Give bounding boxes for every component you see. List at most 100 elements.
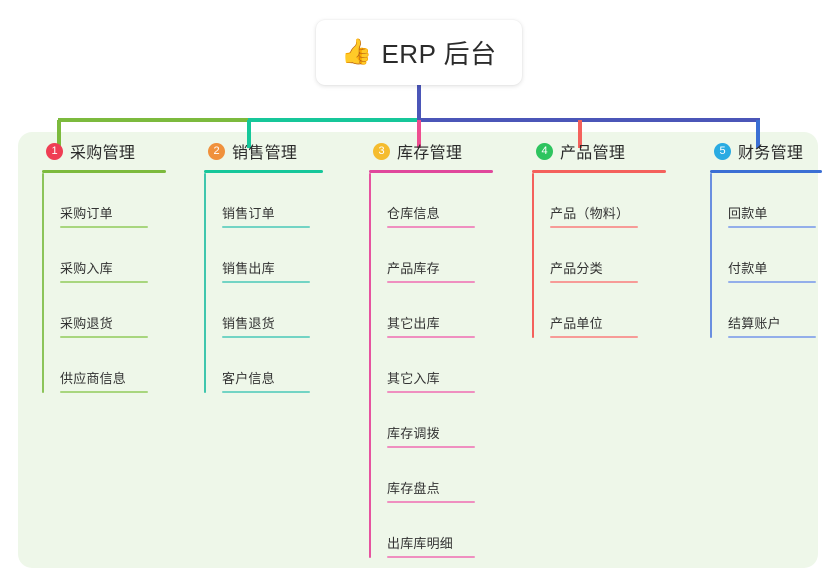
list-item-label: 付款单 xyxy=(728,261,768,276)
list-item[interactable]: 回款单 xyxy=(710,173,822,228)
list-item-label: 销售出库 xyxy=(222,261,275,276)
list-item-rule xyxy=(222,336,310,338)
column-title: 销售管理 xyxy=(232,145,298,162)
list-item-rule xyxy=(60,226,148,228)
list-item-label: 销售订单 xyxy=(222,206,275,221)
list-item-label: 采购退货 xyxy=(60,316,113,331)
list-item-label: 仓库信息 xyxy=(387,206,440,221)
list-item-label: 产品（物料） xyxy=(550,206,630,221)
list-item-rule xyxy=(387,501,475,503)
list-item[interactable]: 销售订单 xyxy=(204,173,323,228)
list-item[interactable]: 销售出库 xyxy=(204,228,323,283)
column-header: 5 财务管理 xyxy=(704,132,822,170)
diagram-panel-background xyxy=(18,132,818,568)
list-item[interactable]: 供应商信息 xyxy=(42,338,166,393)
column-badge-4: 4 xyxy=(536,142,553,160)
columns-container: 1 采购管理 采购订单 采购入库 采购退货 供应商信息 xyxy=(18,132,822,568)
column-title: 产品管理 xyxy=(560,145,626,162)
thumbs-up-icon: 👍 xyxy=(341,38,373,66)
column-header: 3 库存管理 xyxy=(363,132,493,170)
list-item[interactable]: 出库库明细 xyxy=(369,503,493,558)
list-item-rule xyxy=(387,556,475,558)
list-item[interactable]: 库存调拨 xyxy=(369,393,493,448)
list-item-rule xyxy=(222,281,310,283)
list-item-label: 采购订单 xyxy=(60,206,113,221)
list-item-rule xyxy=(728,226,816,228)
list-item[interactable]: 销售退货 xyxy=(204,283,323,338)
list-item-label: 销售退货 xyxy=(222,316,275,331)
list-item-rule xyxy=(60,391,148,393)
list-item[interactable]: 库存盘点 xyxy=(369,448,493,503)
list-item-label: 产品单位 xyxy=(550,316,603,331)
list-item[interactable]: 结算账户 xyxy=(710,283,822,338)
column-header: 4 产品管理 xyxy=(526,132,666,170)
column-badge-1: 1 xyxy=(46,142,63,160)
column-spine xyxy=(710,173,712,338)
column-rule xyxy=(204,170,323,173)
list-item-rule xyxy=(550,336,638,338)
column-items: 采购订单 采购入库 采购退货 供应商信息 xyxy=(42,173,166,393)
column-spine xyxy=(204,173,206,393)
column-title: 库存管理 xyxy=(397,145,463,162)
column-header: 1 采购管理 xyxy=(36,132,166,170)
column-sales-management[interactable]: 2 销售管理 销售订单 销售出库 销售退货 客户信息 xyxy=(198,132,323,393)
list-item[interactable]: 产品分类 xyxy=(532,228,666,283)
column-rule xyxy=(710,170,822,173)
list-item-rule xyxy=(387,391,475,393)
list-item-rule xyxy=(728,281,816,283)
list-item-label: 采购入库 xyxy=(60,261,113,276)
list-item-label: 其它出库 xyxy=(387,316,440,331)
list-item-rule xyxy=(728,336,816,338)
list-item-rule xyxy=(387,226,475,228)
list-item-rule xyxy=(387,336,475,338)
list-item[interactable]: 采购退货 xyxy=(42,283,166,338)
list-item[interactable]: 产品库存 xyxy=(369,228,493,283)
column-title: 财务管理 xyxy=(738,145,804,162)
list-item-rule xyxy=(550,281,638,283)
list-item-rule xyxy=(387,281,475,283)
root-node-card[interactable]: 👍 ERP 后台 xyxy=(316,20,522,85)
list-item[interactable]: 产品（物料） xyxy=(532,173,666,228)
column-items: 产品（物料） 产品分类 产品单位 xyxy=(532,173,666,338)
column-spine xyxy=(42,173,44,393)
column-badge-5: 5 xyxy=(714,142,731,160)
column-rule xyxy=(42,170,166,173)
column-inventory-management[interactable]: 3 库存管理 仓库信息 产品库存 其它出库 其它入库 库存调拨 xyxy=(363,132,493,558)
column-spine xyxy=(369,173,371,558)
column-badge-2: 2 xyxy=(208,142,225,160)
column-finance-management[interactable]: 5 财务管理 回款单 付款单 结算账户 xyxy=(704,132,822,338)
list-item-label: 结算账户 xyxy=(728,316,781,331)
list-item-label: 客户信息 xyxy=(222,371,275,386)
list-item-label: 出库库明细 xyxy=(387,536,454,551)
list-item-label: 供应商信息 xyxy=(60,371,127,386)
list-item[interactable]: 客户信息 xyxy=(204,338,323,393)
list-item[interactable]: 仓库信息 xyxy=(369,173,493,228)
column-items: 仓库信息 产品库存 其它出库 其它入库 库存调拨 库存盘点 xyxy=(369,173,493,558)
list-item-rule xyxy=(60,336,148,338)
column-items: 回款单 付款单 结算账户 xyxy=(710,173,822,338)
list-item-rule xyxy=(222,226,310,228)
root-node-content: 👍 ERP 后台 xyxy=(341,34,496,71)
column-badge-3: 3 xyxy=(373,142,390,160)
list-item-label: 库存盘点 xyxy=(387,481,440,496)
list-item-label: 产品分类 xyxy=(550,261,603,276)
column-items: 销售订单 销售出库 销售退货 客户信息 xyxy=(204,173,323,393)
list-item-rule xyxy=(550,226,638,228)
list-item-label: 回款单 xyxy=(728,206,768,221)
list-item[interactable]: 产品单位 xyxy=(532,283,666,338)
list-item-rule xyxy=(60,281,148,283)
list-item[interactable]: 其它入库 xyxy=(369,338,493,393)
column-rule xyxy=(532,170,666,173)
list-item-rule xyxy=(387,446,475,448)
list-item[interactable]: 其它出库 xyxy=(369,283,493,338)
column-title: 采购管理 xyxy=(70,145,136,162)
list-item[interactable]: 付款单 xyxy=(710,228,822,283)
list-item-rule xyxy=(222,391,310,393)
list-item-label: 其它入库 xyxy=(387,371,440,386)
list-item[interactable]: 采购订单 xyxy=(42,173,166,228)
column-product-management[interactable]: 4 产品管理 产品（物料） 产品分类 产品单位 xyxy=(526,132,666,338)
root-node-title: ERP 后台 xyxy=(381,39,497,69)
list-item-label: 库存调拨 xyxy=(387,426,440,441)
column-purchase-management[interactable]: 1 采购管理 采购订单 采购入库 采购退货 供应商信息 xyxy=(36,132,166,393)
list-item[interactable]: 采购入库 xyxy=(42,228,166,283)
